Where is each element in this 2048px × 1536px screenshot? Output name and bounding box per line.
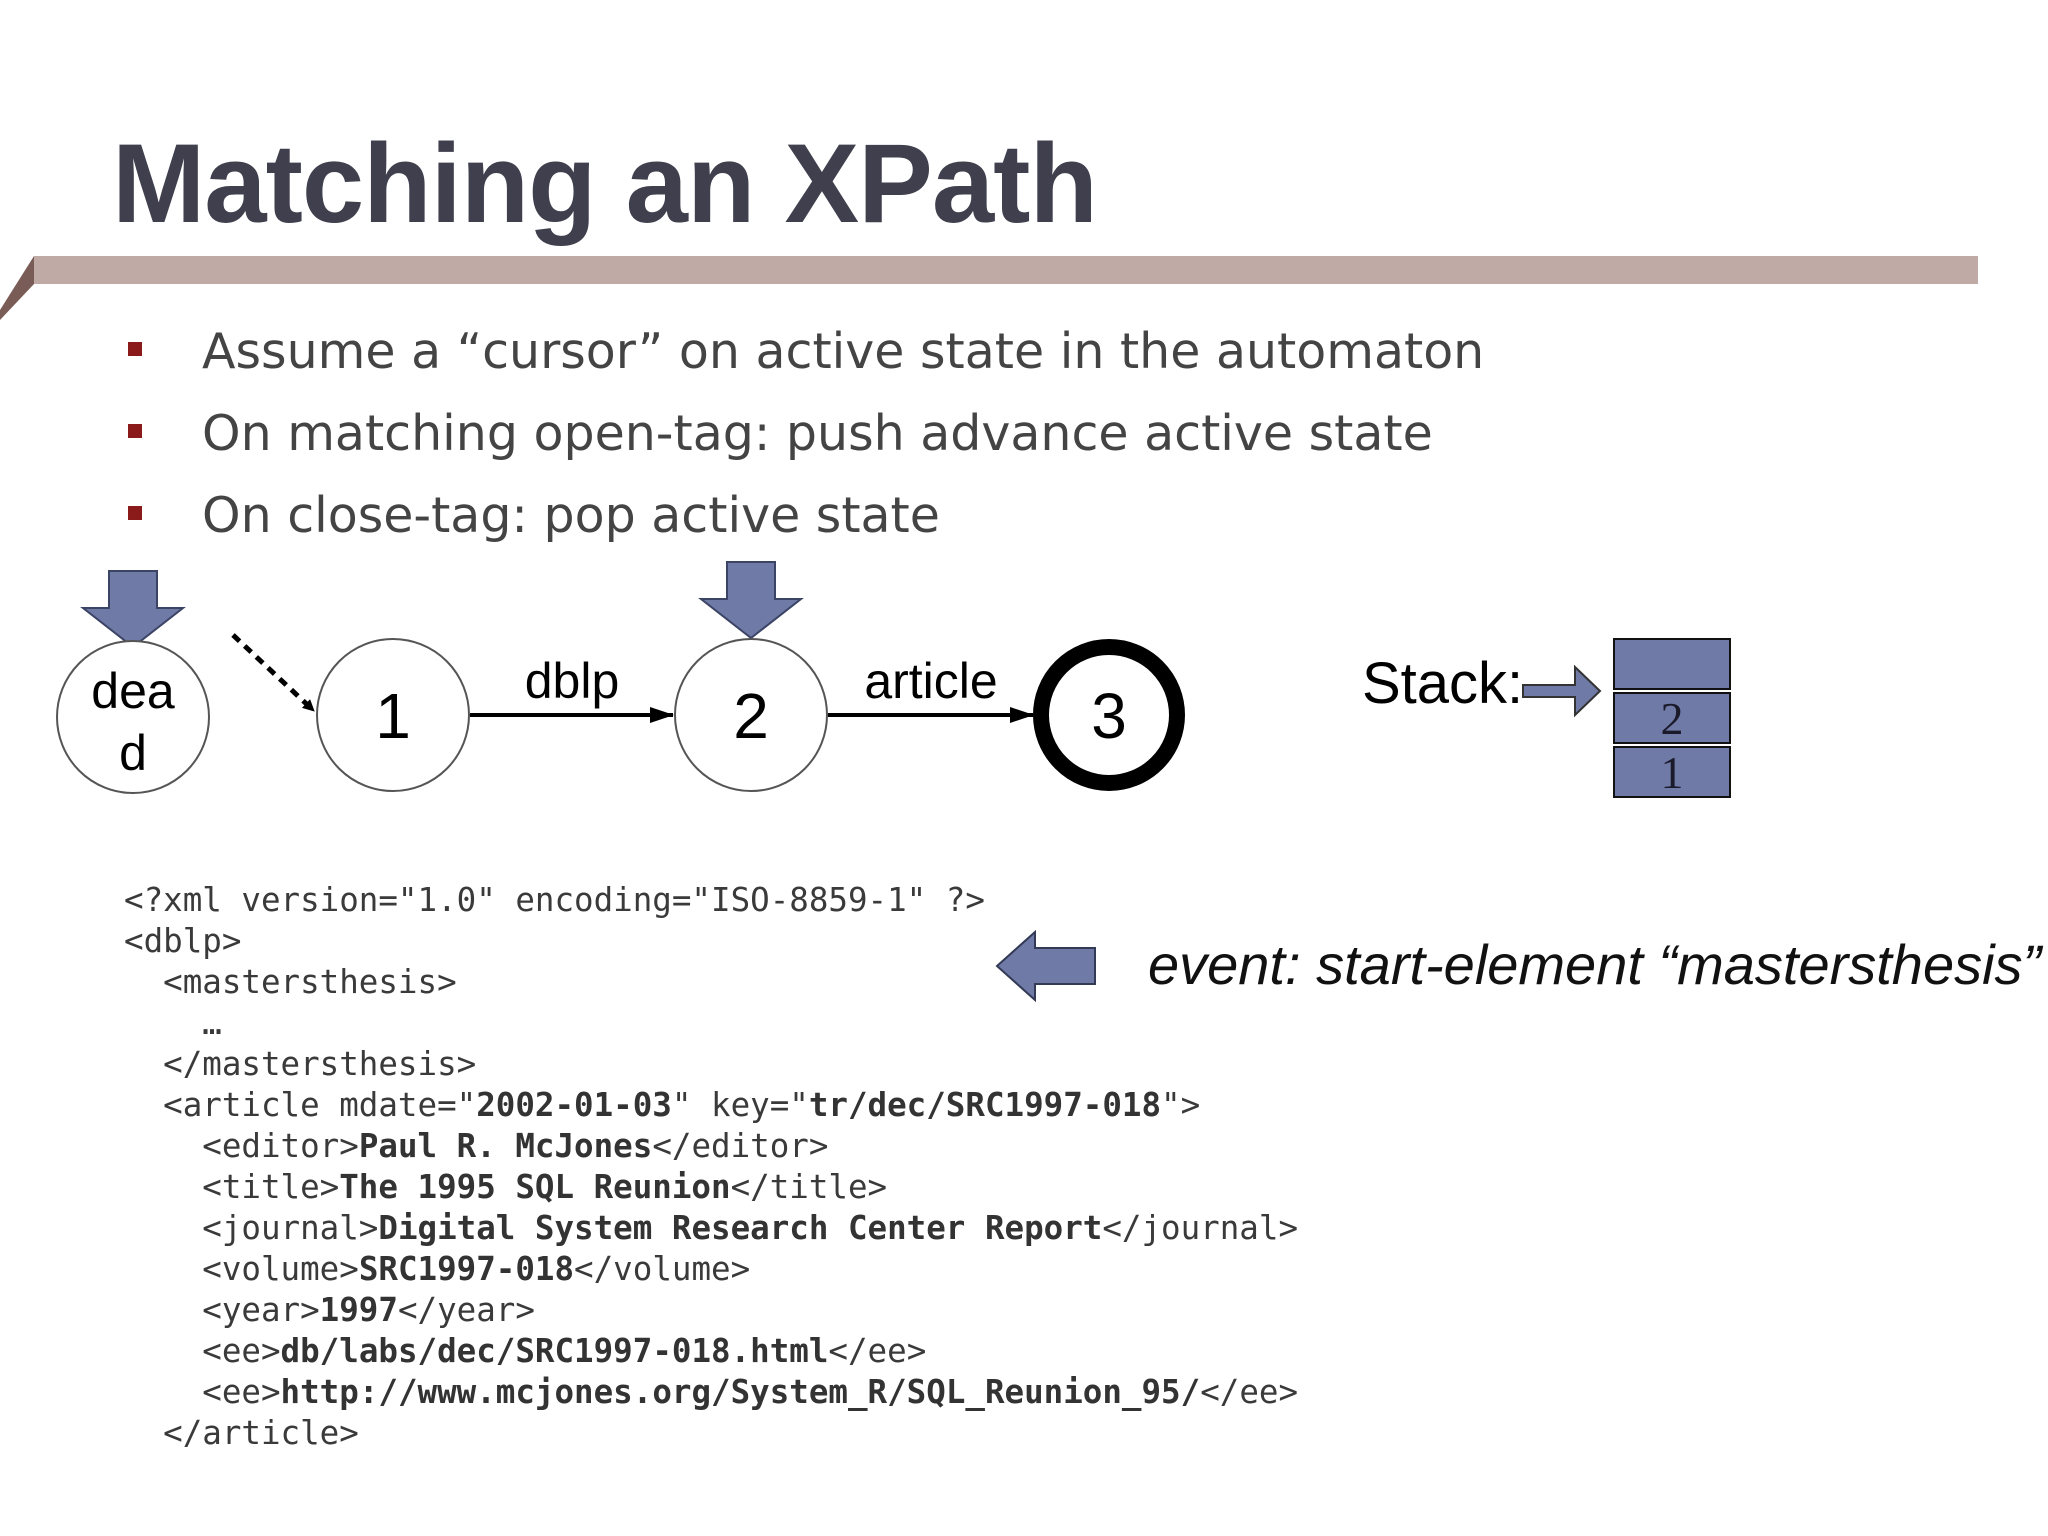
xml-markup: <article mdate=" [124, 1086, 477, 1124]
xml-markup: </ee> [1200, 1373, 1299, 1411]
xml-document: <?xml version="1.0" encoding="ISO-8859-1… [124, 880, 1298, 1454]
xml-value: 2002-01-03 [476, 1086, 672, 1124]
xml-line: <year>1997</year> [124, 1291, 535, 1329]
xml-value: tr/dec/SRC1997-018 [808, 1086, 1162, 1124]
xml-line: <ee>db/labs/dec/SRC1997-018.html</ee> [124, 1332, 926, 1370]
rule-corner [0, 256, 34, 320]
xml-markup: <dblp> [124, 922, 242, 960]
xml-markup: <ee> [124, 1332, 281, 1370]
bullet-marker [128, 342, 142, 356]
xml-value: db/labs/dec/SRC1997-018.html [280, 1332, 829, 1370]
xml-markup: </editor> [652, 1127, 829, 1165]
edge-article-label: article [864, 653, 997, 709]
xml-value: SRC1997-018 [358, 1250, 575, 1288]
dead-state-label-2: d [119, 725, 147, 781]
bullet-text: On close-tag: pop active state [202, 487, 940, 544]
stack-arrow-icon [1522, 664, 1602, 718]
xml-markup: </year> [397, 1291, 535, 1329]
bullet-item: Assume a “cursor” on active state in the… [124, 318, 1484, 400]
state-3-label: 3 [1091, 680, 1127, 752]
event-arrow-icon [995, 930, 1096, 1002]
xml-line: … [124, 1004, 222, 1042]
cursor-arrow-icon [80, 570, 186, 649]
xml-markup: </ee> [828, 1332, 927, 1370]
xml-markup: "> [1161, 1086, 1201, 1124]
dead-state [56, 640, 210, 794]
bullet-marker [128, 506, 142, 520]
xml-line: <mastersthesis> [124, 963, 457, 1001]
xml-line: </mastersthesis> [124, 1045, 476, 1083]
xml-value: Digital System Research Center Report [378, 1209, 1103, 1247]
dead-state-label-1: dea [91, 663, 175, 719]
xml-line: <volume>SRC1997-018</volume> [124, 1250, 750, 1288]
xml-value: Paul R. McJones [358, 1127, 653, 1165]
event-text: event: start-element “mastersthesis” [1148, 933, 2042, 996]
xml-markup: <?xml version="1.0" encoding="ISO-8859-1… [124, 881, 985, 919]
xml-markup: <editor> [124, 1127, 359, 1165]
stack-cell-bottom-label: 1 [1661, 747, 1684, 798]
stack-cell-bottom [1613, 746, 1731, 798]
xml-line: <title>The 1995 SQL Reunion</title> [124, 1168, 887, 1206]
xml-markup: </article> [124, 1414, 359, 1452]
xml-markup: <journal> [124, 1209, 379, 1247]
xml-markup: </mastersthesis> [124, 1045, 477, 1083]
xml-line: <article mdate="2002-01-03" key="tr/dec/… [124, 1086, 1200, 1124]
stack-cell-middle [1613, 692, 1731, 744]
state-1 [316, 638, 470, 792]
xml-markup: … [124, 1004, 222, 1042]
xml-markup: <mastersthesis> [124, 963, 457, 1001]
bullet-item: On close-tag: pop active state [124, 482, 1484, 564]
xml-line: <?xml version="1.0" encoding="ISO-8859-1… [124, 881, 985, 919]
xml-line: <ee>http://www.mcjones.org/System_R/SQL_… [124, 1373, 1298, 1411]
bullet-item: On matching open-tag: push advance activ… [124, 400, 1484, 482]
bullet-marker [128, 424, 142, 438]
state-2 [674, 638, 828, 792]
xml-value: 1997 [319, 1291, 398, 1329]
state-2-label: 2 [733, 680, 769, 752]
xml-markup: <year> [124, 1291, 320, 1329]
bullet-text: On matching open-tag: push advance activ… [202, 405, 1433, 462]
cursor-arrow-icon [698, 561, 804, 640]
state-1-label: 1 [375, 680, 411, 752]
xml-line: <editor>Paul R. McJones</editor> [124, 1127, 828, 1165]
xml-markup: </title> [730, 1168, 888, 1206]
xml-markup: <volume> [124, 1250, 359, 1288]
xml-line: <dblp> [124, 922, 241, 960]
title-rule [0, 256, 1978, 320]
edge-dblp-label: dblp [525, 653, 620, 709]
xml-line: </article> [124, 1414, 359, 1452]
stack-label: Stack: [1362, 651, 1523, 716]
xml-line: <journal>Digital System Research Center … [124, 1209, 1298, 1247]
xml-markup: <title> [124, 1168, 340, 1206]
xml-value: http://www.mcjones.org/System_R/SQL_Reun… [280, 1373, 1201, 1411]
dashed-start-arrow [231, 633, 316, 713]
bullet-text: Assume a “cursor” on active state in the… [202, 323, 1485, 380]
xml-value: The 1995 SQL Reunion [339, 1168, 731, 1206]
xml-markup: " key=" [671, 1086, 809, 1124]
rule-bar [34, 256, 1978, 284]
xml-markup: </volume> [574, 1250, 751, 1288]
slide-title: Matching an XPath [112, 121, 1098, 246]
stack-cell-top [1613, 638, 1731, 690]
xml-markup: <ee> [124, 1373, 281, 1411]
state-3-accepting [1033, 639, 1185, 791]
bullet-list: Assume a “cursor” on active state in the… [124, 318, 1484, 564]
automaton-diagram: dea d 1 dblp 2 article 3 Stack: 2 1 [56, 561, 1731, 798]
xml-markup: </journal> [1102, 1209, 1299, 1247]
stack-cell-middle-label: 2 [1661, 693, 1684, 744]
